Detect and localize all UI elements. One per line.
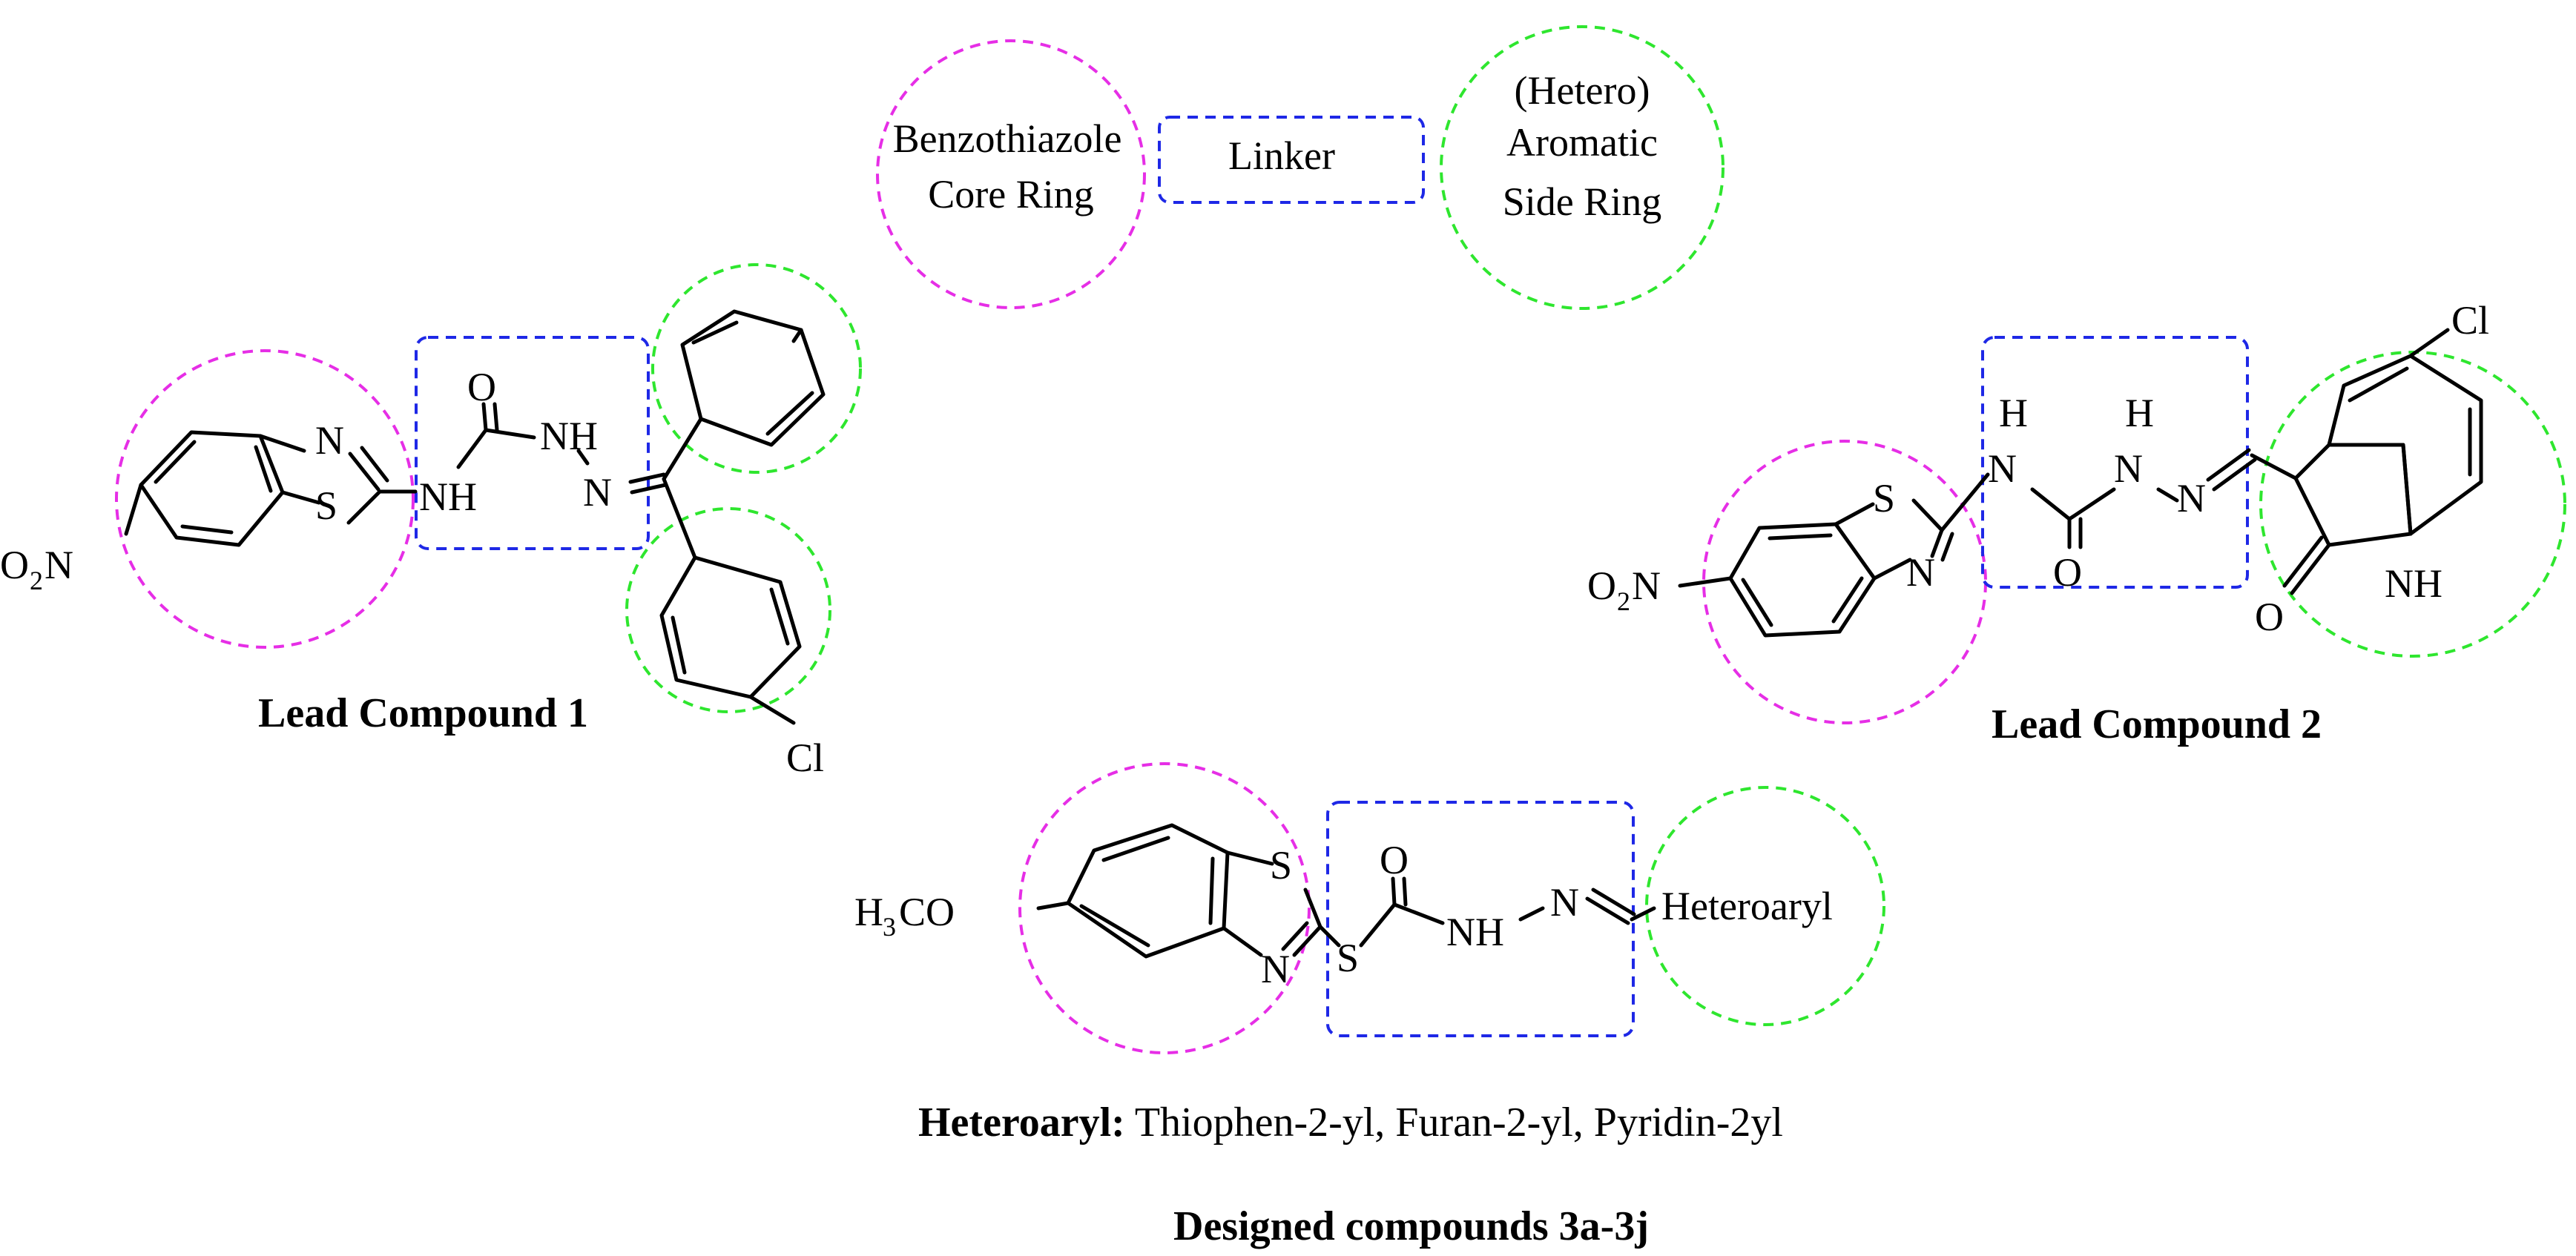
designed-linker-s-atom: S (1337, 936, 1359, 980)
designed-imine-n-atom: N (1550, 880, 1579, 925)
lead2-caption: Lead Compound 2 (1992, 701, 2322, 747)
designed-nh-atom: NH (1446, 910, 1504, 954)
designed-h-atom: H (854, 890, 883, 934)
lead1-caption: Lead Compound 1 (258, 690, 588, 736)
lead1-side-ring-circle-bottom (625, 507, 831, 713)
designed-heteroaryl-label: Heteroaryl (1661, 884, 1833, 928)
designed-heteroaryl-note-text: Thiophen-2-yl, Furan-2-yl, Pyridin-2yl (1125, 1100, 1783, 1146)
designed-side-ring-circle (1645, 786, 1885, 1026)
lead2-cl-atom: Cl (2451, 298, 2489, 343)
legend-side-line1: (Hetero) (1515, 68, 1650, 113)
designed-heteroaryl-note: Heteroaryl: Thiophen-2-yl, Furan-2-yl, P… (918, 1100, 1783, 1146)
lead2-h-atom-2: H (2125, 391, 2154, 435)
lead2-ring-s-atom: S (1873, 476, 1895, 520)
designed-linker-box (1326, 801, 1635, 1037)
lead1-nh-a: NH (419, 475, 477, 519)
lead1-bonds (124, 309, 826, 725)
lead2-bonds (1678, 328, 2483, 638)
legend-core-line1: Benzothiazole (893, 116, 1122, 161)
lead2-n-atom-2: N (2114, 446, 2143, 491)
lead1-nitro-n-atom: N (45, 543, 73, 587)
lead2-lactam-o-atom: O (2255, 595, 2284, 639)
lead1-imine-n-atom: N (583, 470, 612, 515)
legend-linker-label: Linker (1228, 133, 1335, 178)
lead1-linker-box (415, 336, 650, 550)
lead2-ring-n-atom: N (1906, 550, 1935, 595)
legend-core-ring-circle (876, 39, 1146, 309)
designed-carbonyl-o-atom: O (1380, 838, 1409, 882)
legend-side-line3: Side Ring (1503, 179, 1662, 224)
lead2-carbonyl-o-atom: O (2053, 550, 2082, 595)
legend: Benzothiazole Core Ring Linker (Hetero) … (876, 25, 1725, 310)
lead1-o-atom: O (0, 543, 29, 587)
designed-ring-s-atom: S (1270, 843, 1292, 888)
lead1-ring-n-atom: N (315, 418, 344, 463)
legend-linker-box (1158, 116, 1425, 204)
lead2-n-atom-3: N (2177, 476, 2206, 520)
lead1-core-ring-circle (115, 349, 415, 649)
lead1-carbonyl-o-atom: O (467, 365, 496, 409)
lead-compound-2: Cl H N H N N S N O 2 N O O NH Lead Compo… (1587, 298, 2566, 747)
designed-core-ring-circle (1018, 762, 1311, 1054)
lead2-n-atom-1: N (1988, 446, 2017, 491)
designed-ring-n-atom: N (1261, 947, 1290, 991)
lead2-o2-subscript: 2 (1617, 586, 1630, 616)
lead2-h-atom-1: H (1999, 391, 2028, 435)
legend-side-line2: Aromatic (1506, 120, 1658, 165)
legend-side-ring-circle (1440, 25, 1725, 310)
lead1-o2-subscript: 2 (30, 566, 43, 595)
designed-heteroaryl-note-label: Heteroaryl: (918, 1100, 1125, 1146)
lead2-o-atom: O (1587, 563, 1616, 608)
lead1-side-ring-circle-top (651, 263, 862, 474)
lead1-ring-s-atom: S (315, 483, 337, 528)
designed-h3-subscript: 3 (883, 912, 896, 942)
lead2-nitro-n-atom: N (1632, 563, 1661, 608)
designed-caption: Designed compounds 3a-3j (1173, 1203, 1649, 1249)
designed-bonds (1036, 823, 1656, 959)
lead1-nh-b: NH (540, 414, 598, 458)
lead2-side-ring-circle (2259, 351, 2566, 658)
lead2-nh-atom: NH (2385, 561, 2442, 606)
designed-compound: H 3 CO S N S O NH N Heteroaryl Heteroary… (854, 762, 1885, 1249)
lead2-linker-box (1981, 336, 2249, 589)
legend-core-line2: Core Ring (928, 172, 1094, 217)
lead1-cl-atom: Cl (786, 736, 824, 780)
lead-compound-1: O 2 N N S O NH NH N Cl Lead Compound 1 (0, 263, 862, 780)
designed-co-atoms: CO (899, 890, 955, 934)
